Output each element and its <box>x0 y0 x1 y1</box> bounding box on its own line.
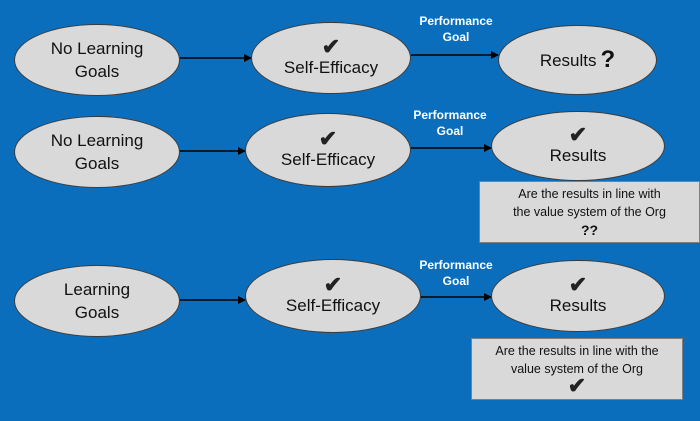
row3-performance-goal-line2: Goal <box>442 274 470 288</box>
row2-results-oval: ✔ Results <box>491 111 665 181</box>
row3-performance-goal-label: Performance Goal <box>419 257 492 289</box>
row2-value-system-note: Are the results in line with the value s… <box>479 181 700 243</box>
row3-results-check-icon: ✔ <box>568 271 588 297</box>
row2-note-line2: the value system of the Org <box>513 205 666 219</box>
row2-results-check-icon: ✔ <box>568 121 588 147</box>
row1-results-question-icon: ? <box>600 46 616 73</box>
row3-results-label: Results <box>549 295 607 315</box>
row1-results-label: Results <box>539 51 597 70</box>
row2-input-line2: Goals <box>74 154 120 173</box>
row3-value-system-note: Are the results in line with the value s… <box>471 338 683 400</box>
row2-note-line1: Are the results in line with <box>518 187 661 201</box>
row3-results-oval: ✔ Results <box>491 260 665 332</box>
row1-input-oval: No Learning Goals <box>14 24 180 96</box>
row1-performance-goal-label: Performance Goal <box>419 13 492 45</box>
row2-self-efficacy-label: Self-Efficacy <box>280 149 376 169</box>
row2-performance-goal-label: Performance Goal <box>413 107 486 139</box>
row1-input-line2: Goals <box>74 62 120 81</box>
row2-input-line1: No Learning <box>50 131 144 150</box>
row2-note-question-icon: ?? <box>580 222 599 238</box>
row3-note-line2: value system of the Org <box>510 362 643 376</box>
row3-performance-goal-line1: Performance <box>419 258 493 272</box>
row1-results-oval: Results? <box>498 25 657 95</box>
row3-note-line1: Are the results in line with the <box>495 344 659 358</box>
row3-self-efficacy-oval: ✔ Self-Efficacy <box>245 259 421 333</box>
row1-results-text: Results? <box>540 48 615 72</box>
row1-input-line1: No Learning <box>50 39 144 58</box>
row2-input-oval: No Learning Goals <box>14 116 180 188</box>
row3-input-line2: Goals <box>74 303 120 322</box>
row2-performance-goal-line1: Performance <box>413 108 487 122</box>
row1-performance-goal-line2: Goal <box>442 30 470 44</box>
row3-input-line1: Learning <box>63 280 131 299</box>
row2-self-efficacy-check-icon: ✔ <box>318 125 338 151</box>
row3-note-check-icon: ✔ <box>567 373 587 398</box>
row3-self-efficacy-label: Self-Efficacy <box>285 295 381 315</box>
row3-self-efficacy-check-icon: ✔ <box>323 271 343 297</box>
row1-self-efficacy-label: Self-Efficacy <box>283 57 379 77</box>
row1-performance-goal-line1: Performance <box>419 14 493 28</box>
row2-results-label: Results <box>549 145 607 165</box>
row1-self-efficacy-oval: ✔ Self-Efficacy <box>251 22 411 94</box>
row1-self-efficacy-check-icon: ✔ <box>321 33 341 59</box>
row2-performance-goal-line2: Goal <box>436 124 464 138</box>
row2-self-efficacy-oval: ✔ Self-Efficacy <box>245 113 411 187</box>
row3-input-oval: Learning Goals <box>14 265 180 337</box>
